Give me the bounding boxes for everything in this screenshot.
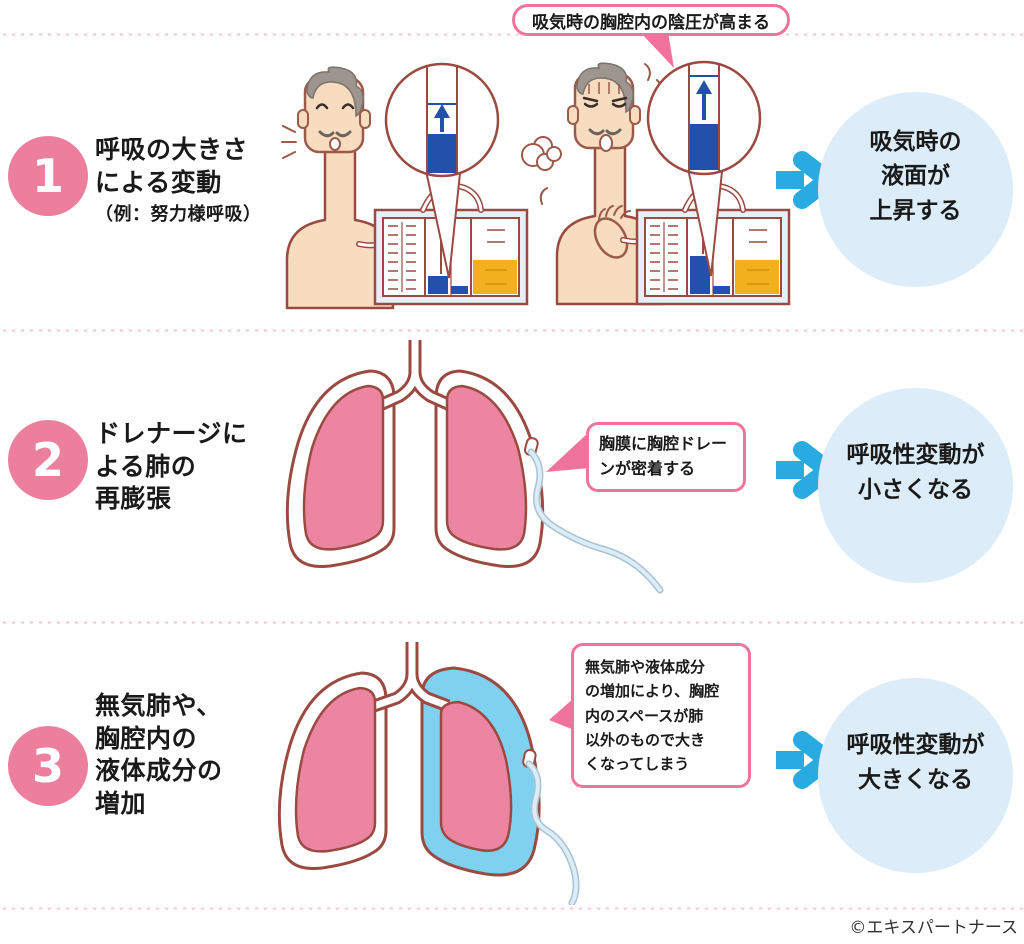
hand-on-chest	[593, 205, 631, 259]
dotted-separator-1-2	[0, 328, 1024, 333]
section1-illustration	[281, 60, 791, 310]
section1-subtitle: （例：努力様呼吸）	[95, 204, 262, 225]
section3-title: 無気肺や、 胸腔内の 液体成分の 増加	[95, 691, 223, 818]
forehead-wrinkles	[588, 82, 620, 94]
drainage-unit-normal	[373, 208, 529, 306]
rise-arrow-small	[434, 104, 450, 118]
right-lung	[445, 384, 528, 551]
callout-negative-pressure-text: 吸気時の胸腔内の陰圧が高まる	[532, 12, 770, 33]
collapsed-right-lung	[439, 700, 513, 852]
collection-fluid	[473, 260, 517, 294]
left-lung	[294, 686, 377, 853]
callout-drain-adheres: 胸膜に胸腔ドレー ンが密着する	[586, 422, 746, 492]
rise-arrow-large	[696, 80, 712, 94]
patient-normal-illustration	[281, 66, 395, 310]
section2-lungs-illustration	[285, 340, 664, 594]
water-seal-level-normal	[428, 276, 448, 294]
water-seal-zoom-normal	[384, 62, 500, 279]
dotted-separator-top	[0, 32, 1024, 37]
chest-drain-tube	[522, 749, 580, 905]
callout-space-increase-text: 無気肺や液体成分 の増加により、胸腔 内のスペースが肺 以外のもので大き くなっ…	[585, 658, 720, 774]
section3-result-text: 呼吸性変動が 大きくなる	[846, 732, 985, 793]
water-seal-level-high	[690, 256, 710, 294]
dotted-separator-bottom	[0, 906, 1024, 911]
section3-number-badge: 3	[8, 726, 88, 806]
callout-negative-pressure: 吸気時の胸腔内の陰圧が高まる	[512, 4, 790, 36]
breath-lines	[281, 125, 297, 159]
section1-result-text: 吸気時の 液面が 上昇する	[869, 128, 962, 224]
eyes-closed	[582, 96, 628, 108]
drainage-unit-effort	[635, 208, 791, 306]
callout-drain-adheres-text: 胸膜に胸腔ドレー ンが密着する	[599, 434, 728, 478]
section2-number-badge: 2	[8, 420, 88, 500]
section1-number: 1	[31, 149, 64, 203]
section3-lungs-illustration	[277, 642, 580, 905]
section2-title: ドレナージに よる肺の 再膨張	[95, 419, 248, 513]
copyright-credit: ©エキスパートナース	[849, 918, 1018, 938]
dotted-separator-2-3	[0, 620, 1024, 625]
section1-title-block: 呼吸の大きさ による変動 （例：努力様呼吸）	[95, 134, 285, 226]
section2-result-text: 呼吸性変動が 小さくなる	[846, 442, 985, 503]
eyes-open	[315, 103, 355, 110]
callout-space-increase: 無気肺や液体成分 の増加により、胸腔 内のスペースが肺 以外のもので大き くなっ…	[571, 643, 751, 789]
collection-fluid	[735, 260, 779, 294]
section1-title: 呼吸の大きさ による変動	[95, 135, 249, 197]
section2-result-circle: 呼吸性変動が 小さくなる	[818, 388, 1013, 583]
water-seal-zoom-effort	[646, 60, 762, 277]
chest-drain-tube	[523, 437, 664, 594]
section3-number: 3	[31, 739, 64, 793]
section2-number: 2	[31, 433, 64, 487]
left-lung	[302, 384, 385, 551]
section1-result-circle: 吸気時の 液面が 上昇する	[818, 92, 1013, 287]
section1-number-badge: 1	[8, 136, 88, 216]
section3-result-circle: 呼吸性変動が 大きくなる	[818, 678, 1013, 873]
breath-puff	[521, 136, 562, 171]
